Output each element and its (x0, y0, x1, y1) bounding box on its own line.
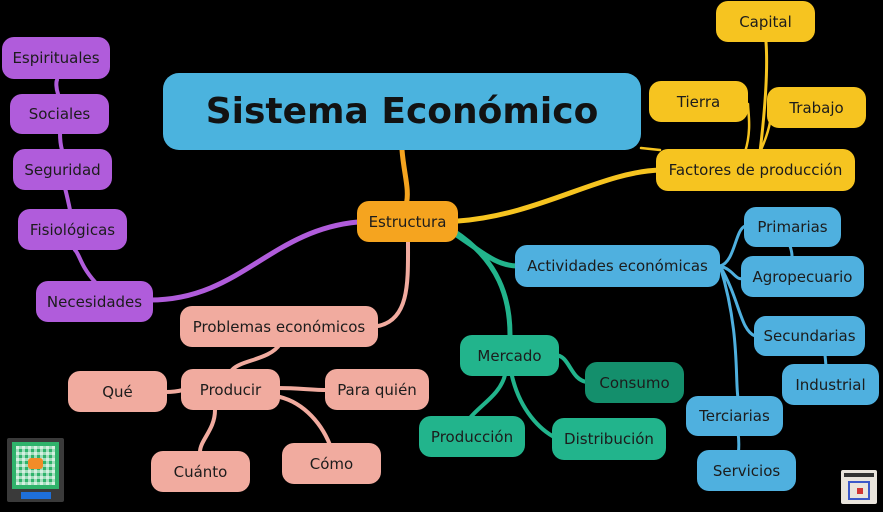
node-terciarias: Terciarias (686, 396, 783, 436)
node-mercado: Mercado (460, 335, 559, 376)
node-seguridad: Seguridad (13, 149, 112, 190)
node-factores-produccion: Factores de producción (656, 149, 855, 191)
node-problemas-economicos: Problemas económicos (180, 306, 378, 347)
link-factores-capital (758, 40, 769, 154)
node-distribucion: Distribución (552, 418, 666, 460)
node-consumo: Consumo (585, 362, 684, 403)
link-factores-tierra (743, 102, 751, 154)
node-secundarias: Secundarias (754, 316, 865, 356)
link-producir-branches (164, 386, 332, 454)
link-estructura-factores (455, 167, 663, 224)
link-factores-title (639, 146, 662, 152)
link-necesidades-chain (54, 78, 97, 284)
link-actividades-branches (718, 224, 828, 460)
node-servicios: Servicios (697, 450, 796, 491)
node-sociales: Sociales (10, 94, 109, 134)
node-agropecuario: Agropecuario (741, 256, 864, 297)
node-que: Qué (68, 371, 167, 412)
node-fisiologicas: Fisiológicas (18, 209, 127, 250)
node-produccion: Producción (419, 416, 525, 457)
node-como: Cómo (282, 443, 381, 484)
link-estructura-problemas (376, 240, 411, 328)
node-trabajo: Trabajo (767, 87, 866, 128)
node-industrial: Industrial (782, 364, 879, 405)
map-title: Sistema Económico (163, 73, 641, 150)
link-estructura-mercado (449, 227, 513, 338)
node-para-quien: Para quién (325, 369, 429, 410)
node-estructura: Estructura (357, 201, 458, 242)
qr-code-image (7, 438, 64, 502)
node-actividades-economicas: Actividades económicas (515, 245, 720, 287)
link-problemas-producir (230, 342, 282, 372)
link-title-estructura (399, 147, 410, 208)
logo-badge-icon (841, 470, 877, 504)
node-tierra: Tierra (649, 81, 748, 122)
node-cuanto: Cuánto (151, 451, 250, 492)
node-producir: Producir (181, 369, 280, 410)
node-capital: Capital (716, 1, 815, 42)
link-estructura-necesidades (147, 219, 361, 303)
node-espirituales: Espirituales (2, 37, 110, 79)
node-primarias: Primarias (744, 207, 841, 247)
node-necesidades: Necesidades (36, 281, 153, 322)
